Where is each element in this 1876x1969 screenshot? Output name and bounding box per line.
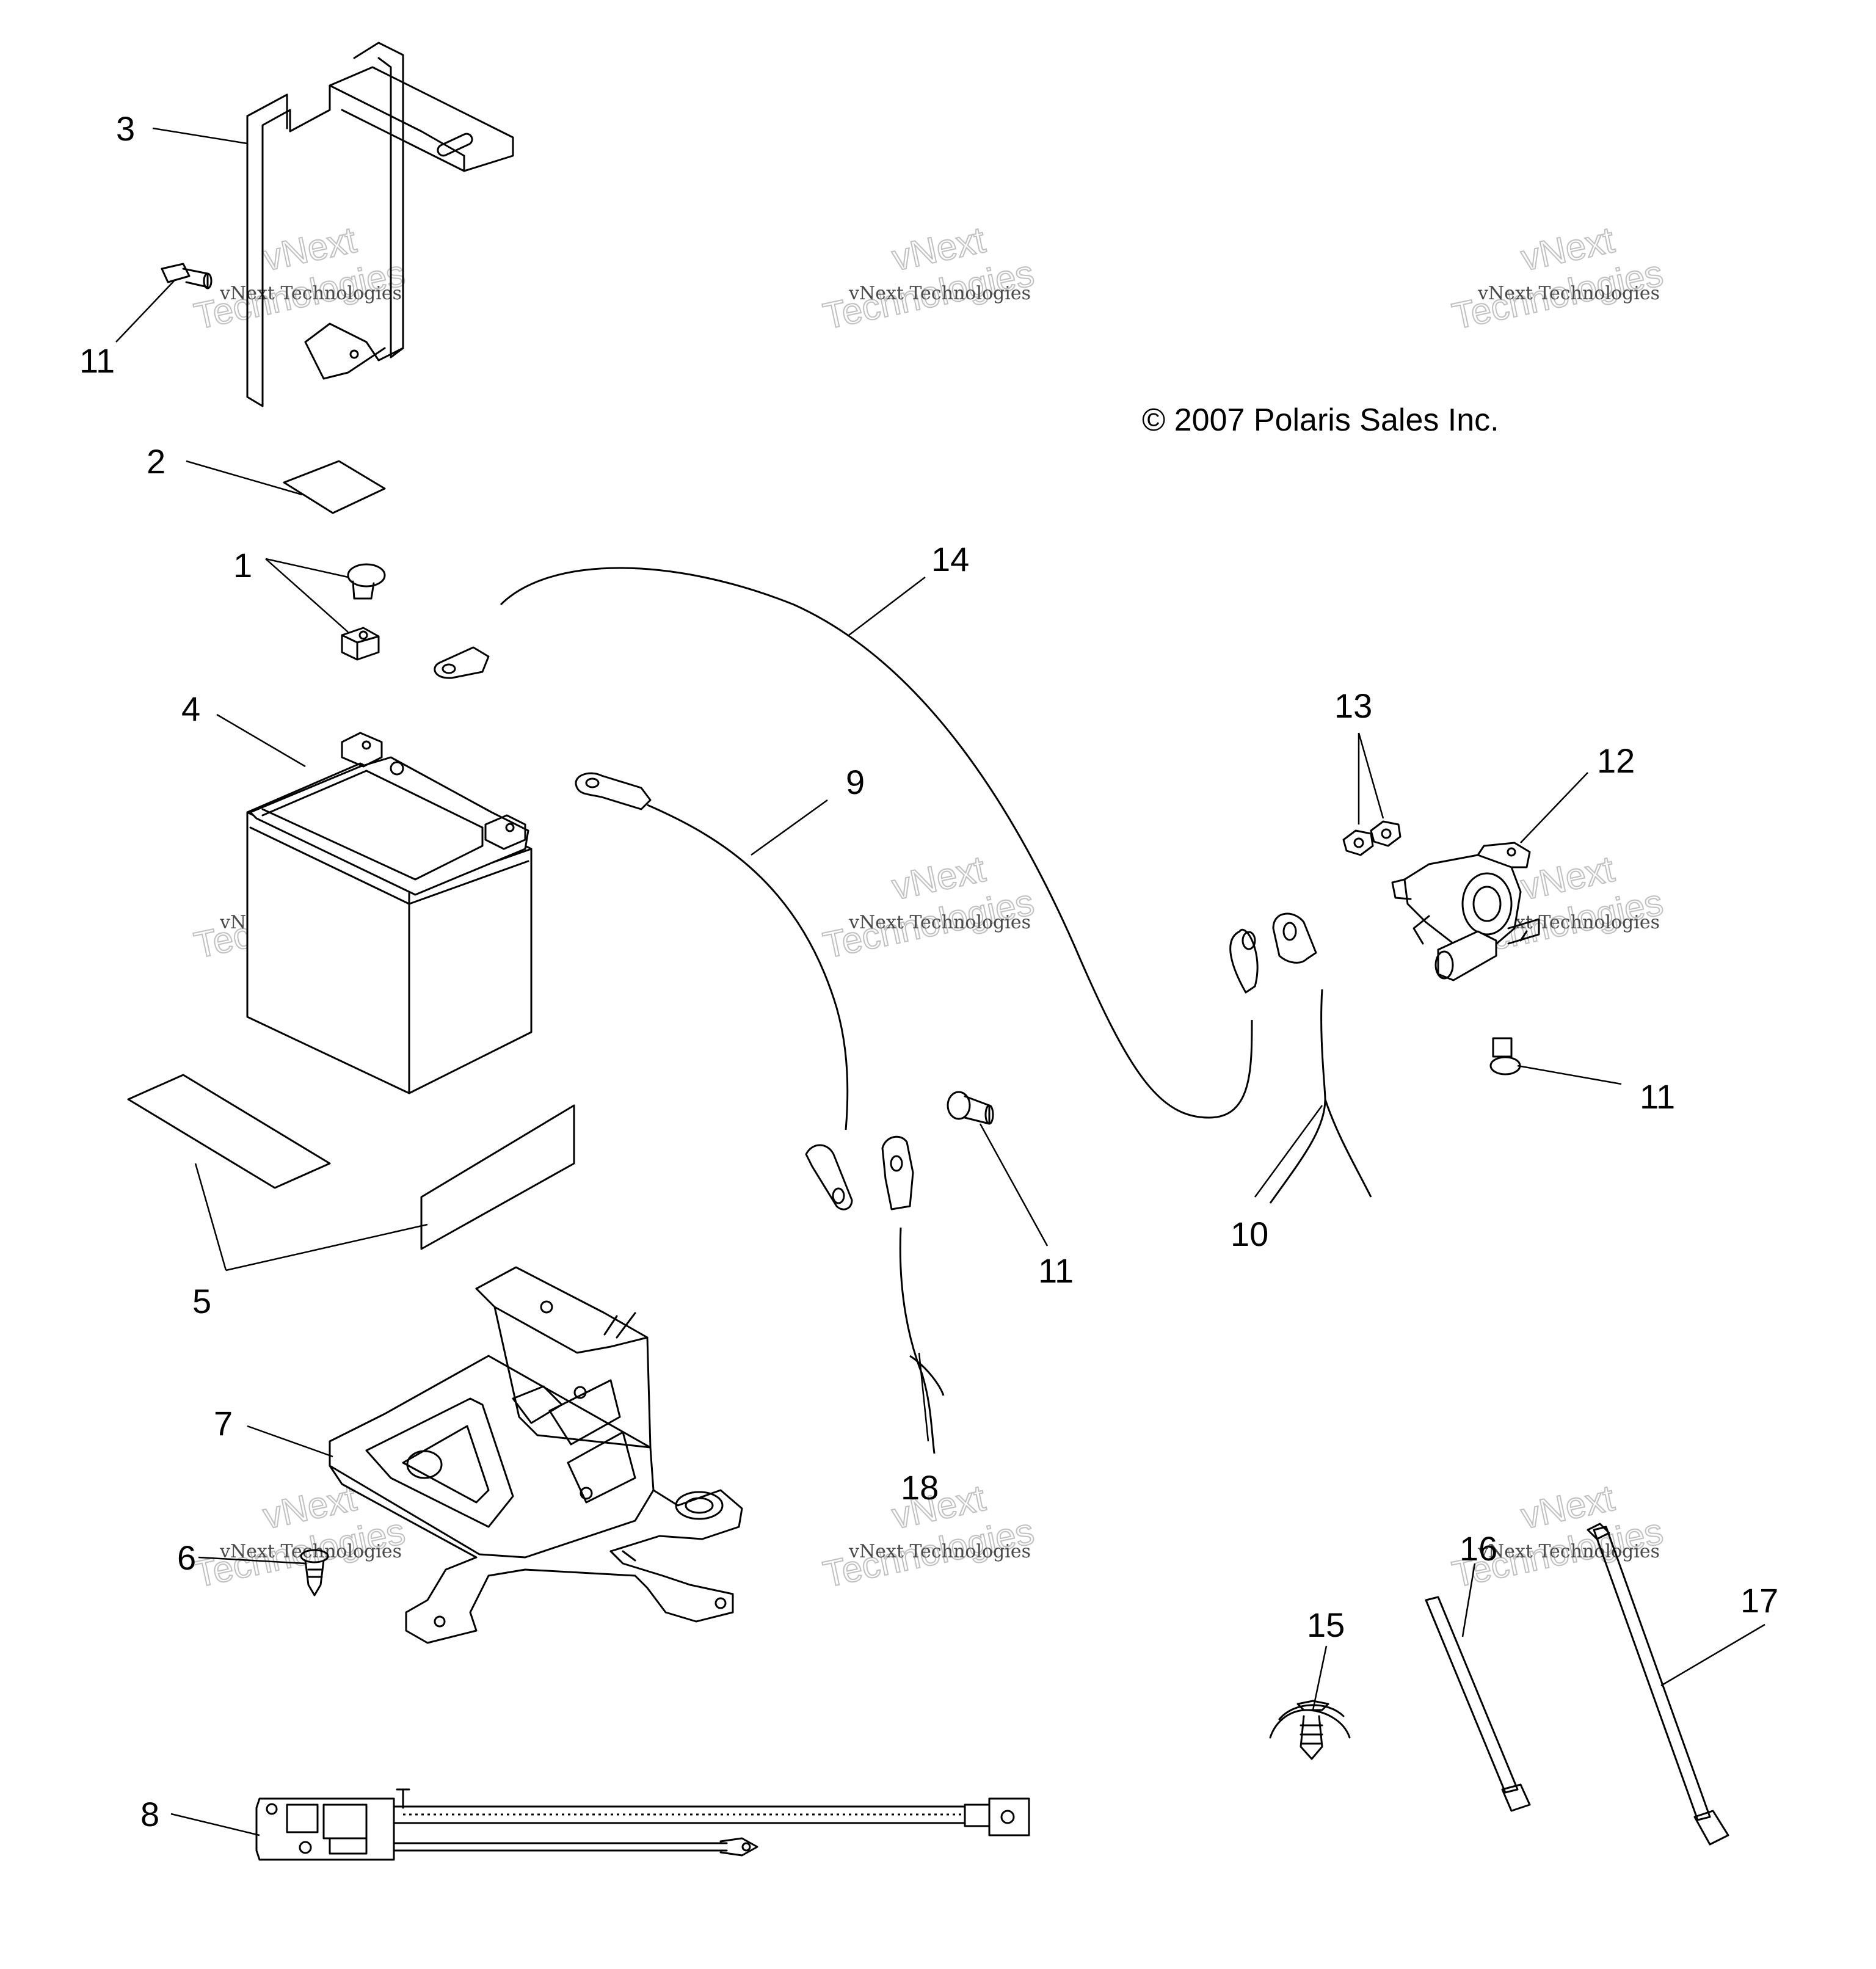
leader-lines bbox=[115, 127, 1765, 1836]
leader-16 bbox=[1461, 1563, 1476, 1637]
leader-11b bbox=[979, 1123, 1049, 1247]
part-7-battery-box bbox=[329, 1266, 743, 1644]
leader-1a bbox=[265, 558, 349, 578]
callout-5: 5 bbox=[192, 1282, 211, 1320]
part-4-battery bbox=[246, 732, 533, 1094]
part-18-cable bbox=[881, 1135, 945, 1454]
callout-3: 3 bbox=[116, 109, 135, 148]
callout-11b: 11 bbox=[1038, 1251, 1074, 1290]
watermark-2: vNext Technologies vNext Technologies bbox=[819, 219, 1038, 338]
leader-14 bbox=[848, 577, 926, 636]
part-1-terminal-hardware bbox=[341, 563, 386, 661]
leader-1b bbox=[265, 558, 349, 633]
part-5-label-b bbox=[420, 1104, 575, 1250]
leader-11a bbox=[115, 280, 175, 343]
watermark-small: vNext Technologies bbox=[219, 283, 402, 304]
watermark-1: vNext Technologies vNext Technologies bbox=[190, 219, 409, 338]
part-9-cable bbox=[575, 772, 853, 1210]
callout-8: 8 bbox=[140, 1795, 159, 1833]
watermark-small: vNext Technologies bbox=[1477, 1541, 1660, 1562]
leader-2 bbox=[186, 460, 303, 496]
watermark-small: vNext Technologies bbox=[848, 912, 1031, 933]
callout-4: 4 bbox=[181, 690, 200, 728]
leader-12 bbox=[1520, 772, 1588, 843]
callout-2: 2 bbox=[147, 442, 165, 481]
leader-11c bbox=[1517, 1065, 1622, 1085]
leader-8 bbox=[170, 1813, 260, 1836]
callout-6: 6 bbox=[177, 1538, 196, 1577]
watermark-small: vNext Technologies bbox=[848, 1541, 1031, 1562]
copyright-text: © 2007 Polaris Sales Inc. bbox=[1142, 402, 1499, 438]
leader-18 bbox=[918, 1352, 929, 1442]
callout-1: 1 bbox=[233, 546, 252, 584]
leader-6 bbox=[198, 1556, 306, 1565]
watermark-small: vNext Technologies bbox=[219, 1541, 402, 1562]
callout-14: 14 bbox=[931, 540, 969, 578]
part-6-rivet bbox=[300, 1549, 329, 1596]
part-17-strap bbox=[1587, 1523, 1729, 1846]
leader-4 bbox=[216, 713, 306, 768]
callout-11c: 11 bbox=[1640, 1077, 1675, 1116]
part-10-cable bbox=[1269, 912, 1372, 1204]
leader-13b bbox=[1358, 732, 1384, 819]
callout-11a: 11 bbox=[79, 341, 115, 380]
leader-17 bbox=[1660, 1623, 1765, 1687]
leader-5a bbox=[194, 1163, 227, 1271]
watermark-5: vNext Technologies vNext Technologies bbox=[819, 848, 1038, 967]
callout-16: 16 bbox=[1460, 1529, 1497, 1568]
callout-10: 10 bbox=[1231, 1215, 1268, 1253]
callout-12: 12 bbox=[1597, 741, 1635, 780]
watermark-3: vNext Technologies vNext Technologies bbox=[1448, 219, 1667, 338]
part-11-bolt-c bbox=[1489, 1037, 1521, 1075]
leader-9 bbox=[751, 799, 828, 856]
part-11-bolt-a bbox=[161, 263, 213, 289]
leader-7 bbox=[247, 1425, 333, 1458]
callout-7: 7 bbox=[214, 1404, 233, 1443]
part-16-strap bbox=[1425, 1596, 1531, 1812]
watermark-small: vNext Technologies bbox=[848, 283, 1031, 304]
callout-18: 18 bbox=[901, 1468, 939, 1507]
leader-5b bbox=[225, 1223, 428, 1272]
callout-labels: 3 11 2 1 4 5 7 6 8 14 9 11 18 10 13 12 1… bbox=[79, 109, 1778, 1833]
part-13-nuts bbox=[1342, 820, 1402, 856]
part-11-bolt-b bbox=[947, 1091, 994, 1125]
part-5-label-a bbox=[127, 1074, 331, 1189]
part-14-cable bbox=[434, 567, 1259, 1119]
part-3-bracket bbox=[246, 42, 514, 407]
callout-15: 15 bbox=[1307, 1606, 1345, 1644]
part-12-solenoid bbox=[1391, 842, 1540, 981]
callout-9: 9 bbox=[846, 763, 865, 801]
part-15-clip bbox=[1269, 1700, 1351, 1760]
callout-17: 17 bbox=[1740, 1581, 1778, 1620]
leader-3 bbox=[152, 127, 248, 145]
callout-13: 13 bbox=[1334, 686, 1372, 725]
leader-10 bbox=[1254, 1105, 1323, 1198]
part-8-harness bbox=[255, 1788, 1030, 1861]
leader-15 bbox=[1312, 1645, 1328, 1711]
watermark-small: vNext Technologies bbox=[1477, 283, 1660, 304]
part-2-label bbox=[283, 460, 386, 514]
